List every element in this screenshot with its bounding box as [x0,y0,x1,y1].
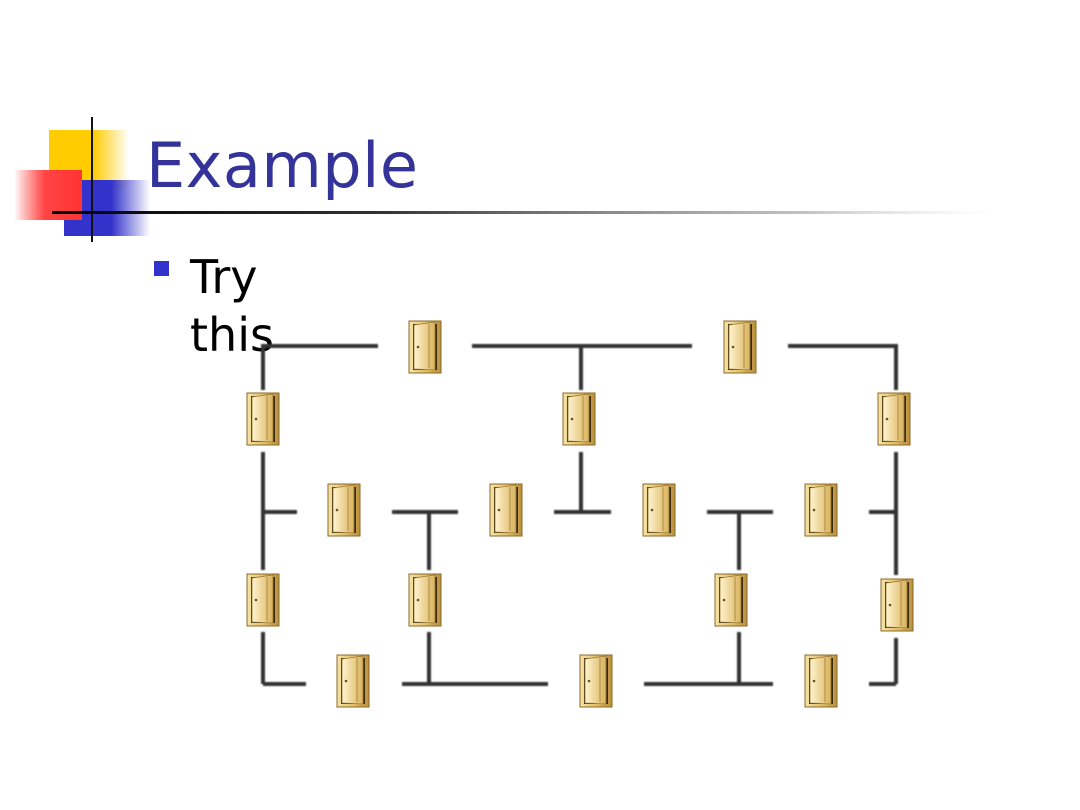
title-underline [52,211,992,214]
door-icon [804,483,838,537]
door-icon [408,573,442,627]
door-icon [723,320,757,374]
door-icon [408,320,442,374]
door-icon [877,392,911,446]
bullet-marker [154,261,169,276]
bullet-text: Try this [190,250,274,362]
door-icon [804,654,838,708]
door-icon [579,654,613,708]
maze-walls [261,344,898,686]
slide-title: Example [146,129,419,202]
door-icon [246,573,280,627]
door-icon [246,392,280,446]
slide-logo [14,117,992,242]
door-icon [714,573,748,627]
door-icon [489,483,523,537]
door-icon [880,578,914,632]
door-icon [336,654,370,708]
door-icon [327,483,361,537]
door-icon [642,483,676,537]
door-icon [562,392,596,446]
